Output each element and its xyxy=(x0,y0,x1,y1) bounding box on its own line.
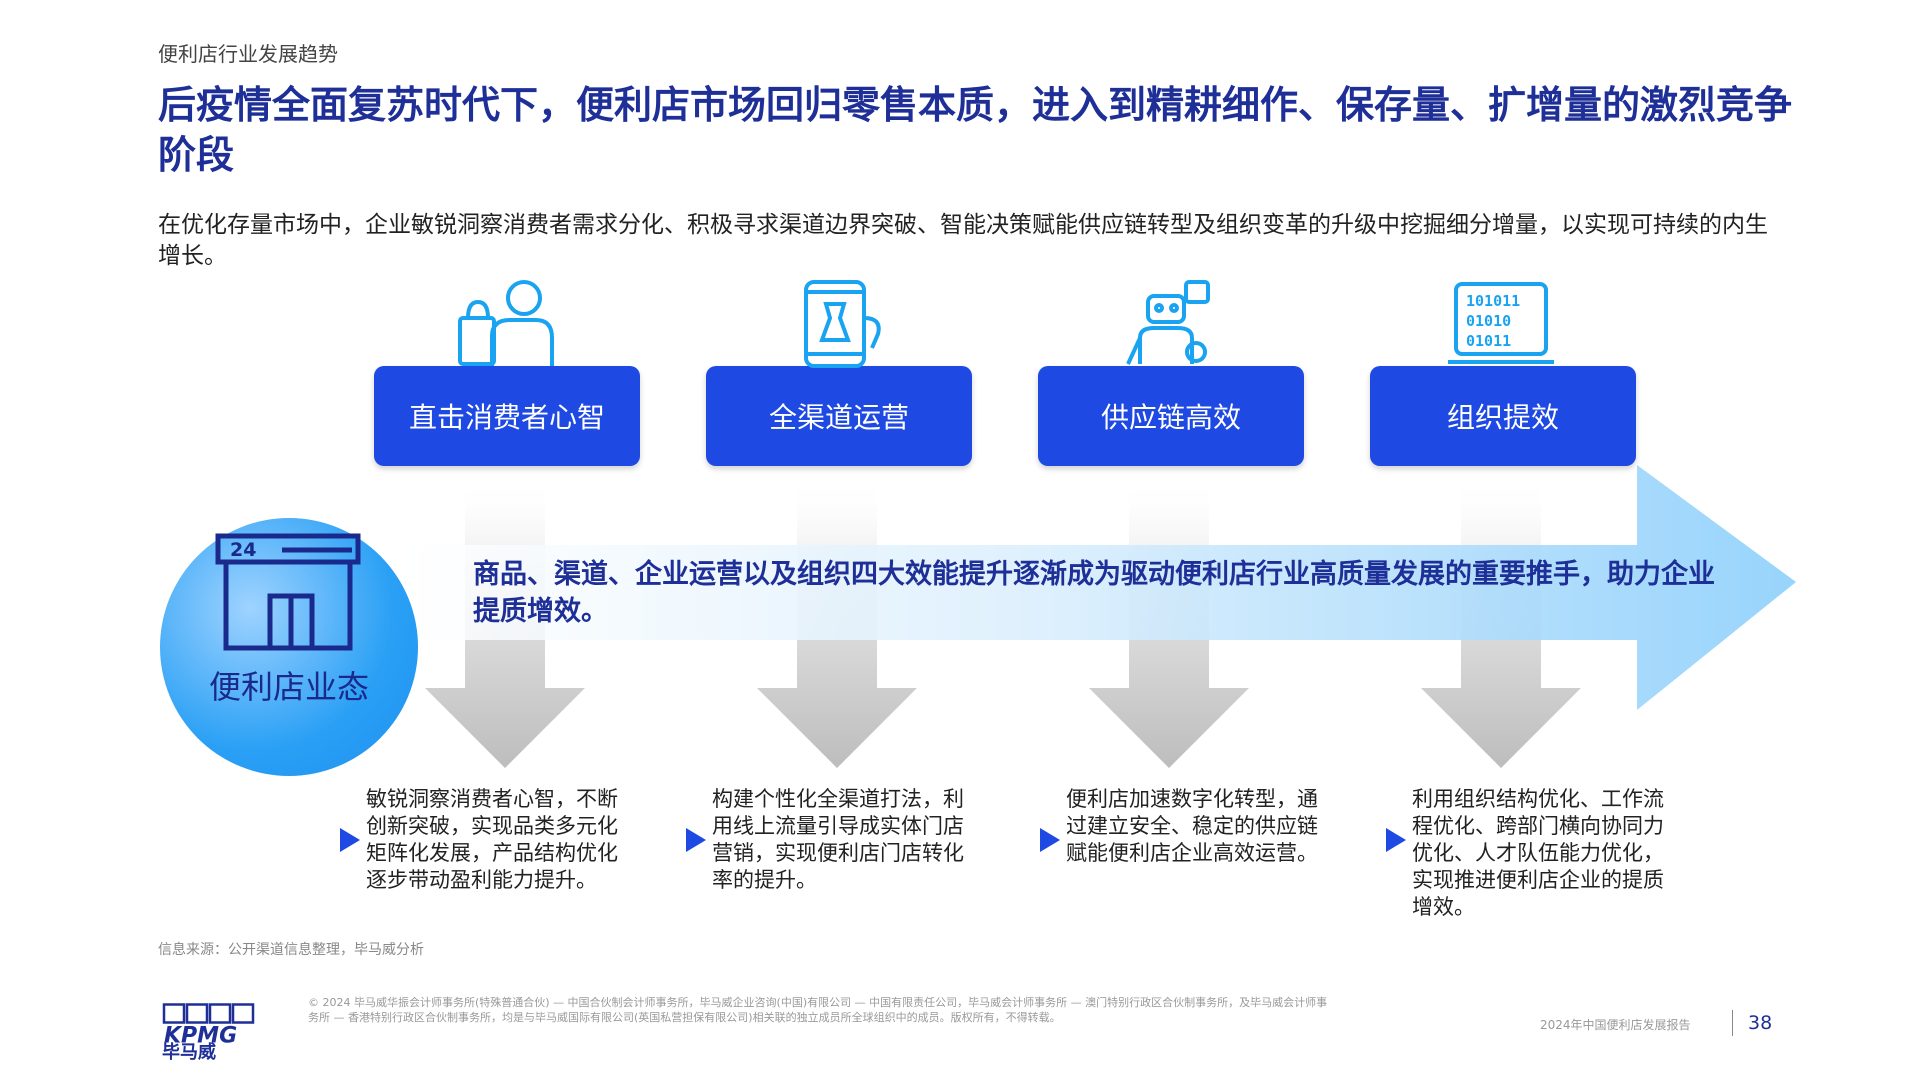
kpmg-logo: KPMG xyxy=(162,1003,255,1049)
store-sign-text: 24 xyxy=(230,539,256,561)
svg-text:01010: 01010 xyxy=(1466,312,1511,330)
store-format-label: 便利店业态 xyxy=(208,668,369,706)
pillar-desc-4: 利用组织结构优化、工作流程优化、跨部门横向协同力优化、人才队伍能力优化，实现推进… xyxy=(1412,787,1664,919)
shopper-icon xyxy=(458,280,554,366)
svg-text:101011: 101011 xyxy=(1466,292,1520,310)
pillar-label: 全渠道运营 xyxy=(768,401,909,434)
pillar-desc-3: 便利店加速数字化转型，通过建立安全、稳定的供应链赋能便利店企业高效运营。 xyxy=(1066,787,1318,865)
source-note: 信息来源：公开渠道信息整理，毕马威分析 xyxy=(158,942,424,958)
robot-icon xyxy=(1126,280,1210,365)
pillar-consumer-mind: 直击消费者心智 xyxy=(374,366,640,466)
pillar-desc-1: 敏锐洞察消费者心智，不断创新突破，实现品类多元化矩阵化发展，产品结构优化逐步带动… xyxy=(366,787,618,892)
big-right-arrow xyxy=(400,465,1796,710)
smartphone-icon xyxy=(804,280,881,368)
pillar-label: 直击消费者心智 xyxy=(408,401,605,434)
report-name: 2024年中国便利店发展报告 xyxy=(1540,1018,1691,1032)
page-number: 38 xyxy=(1748,1012,1773,1034)
bullet-triangle-icon xyxy=(1386,828,1406,852)
pillar-label: 组织提效 xyxy=(1446,401,1559,434)
pillar-omnichannel: 全渠道运营 xyxy=(706,366,972,466)
bullet-triangle-icon xyxy=(1040,828,1060,852)
pillar-label: 供应链高效 xyxy=(1100,401,1241,434)
kpmg-logo-text: KPMG xyxy=(164,1024,237,1049)
pillar-desc-2: 构建个性化全渠道打法，利用线上流量引导成实体门店营销，实现便利店门店转化率的提升… xyxy=(712,787,964,892)
intro-paragraph: 在优化存量市场中，企业敏锐洞察消费者需求分化、积极寻求渠道边界突破、智能决策赋能… xyxy=(158,212,1768,269)
svg-text:01011: 01011 xyxy=(1466,332,1511,350)
page-title: 后疫情全面复苏时代下，便利店市场回归零售本质，进入到精耕细作、保存量、扩增量的激… xyxy=(158,83,1793,177)
binary-laptop-icon: 101011 01010 01011 xyxy=(1448,282,1554,364)
pillar-supply-chain: 供应链高效 xyxy=(1038,366,1304,466)
pillar-organization: 组织提效 xyxy=(1370,366,1636,466)
section-label: 便利店行业发展趋势 xyxy=(158,42,338,66)
bullet-triangle-icon xyxy=(340,828,360,852)
arrow-statement: 商品、渠道、企业运营以及组织四大效能提升逐渐成为驱动便利店行业高质量发展的重要推… xyxy=(473,559,1715,627)
logo-chinese-name: 毕马威 xyxy=(162,1042,216,1063)
copyright-notice: © 2024 毕马威华振会计师事务所(特殊普通合伙) — 中国合伙制会计师事务所… xyxy=(308,996,1328,1024)
convenience-store-icon: 24 xyxy=(215,533,361,651)
bullet-triangle-icon xyxy=(686,828,706,852)
footer-divider xyxy=(1732,1010,1733,1036)
